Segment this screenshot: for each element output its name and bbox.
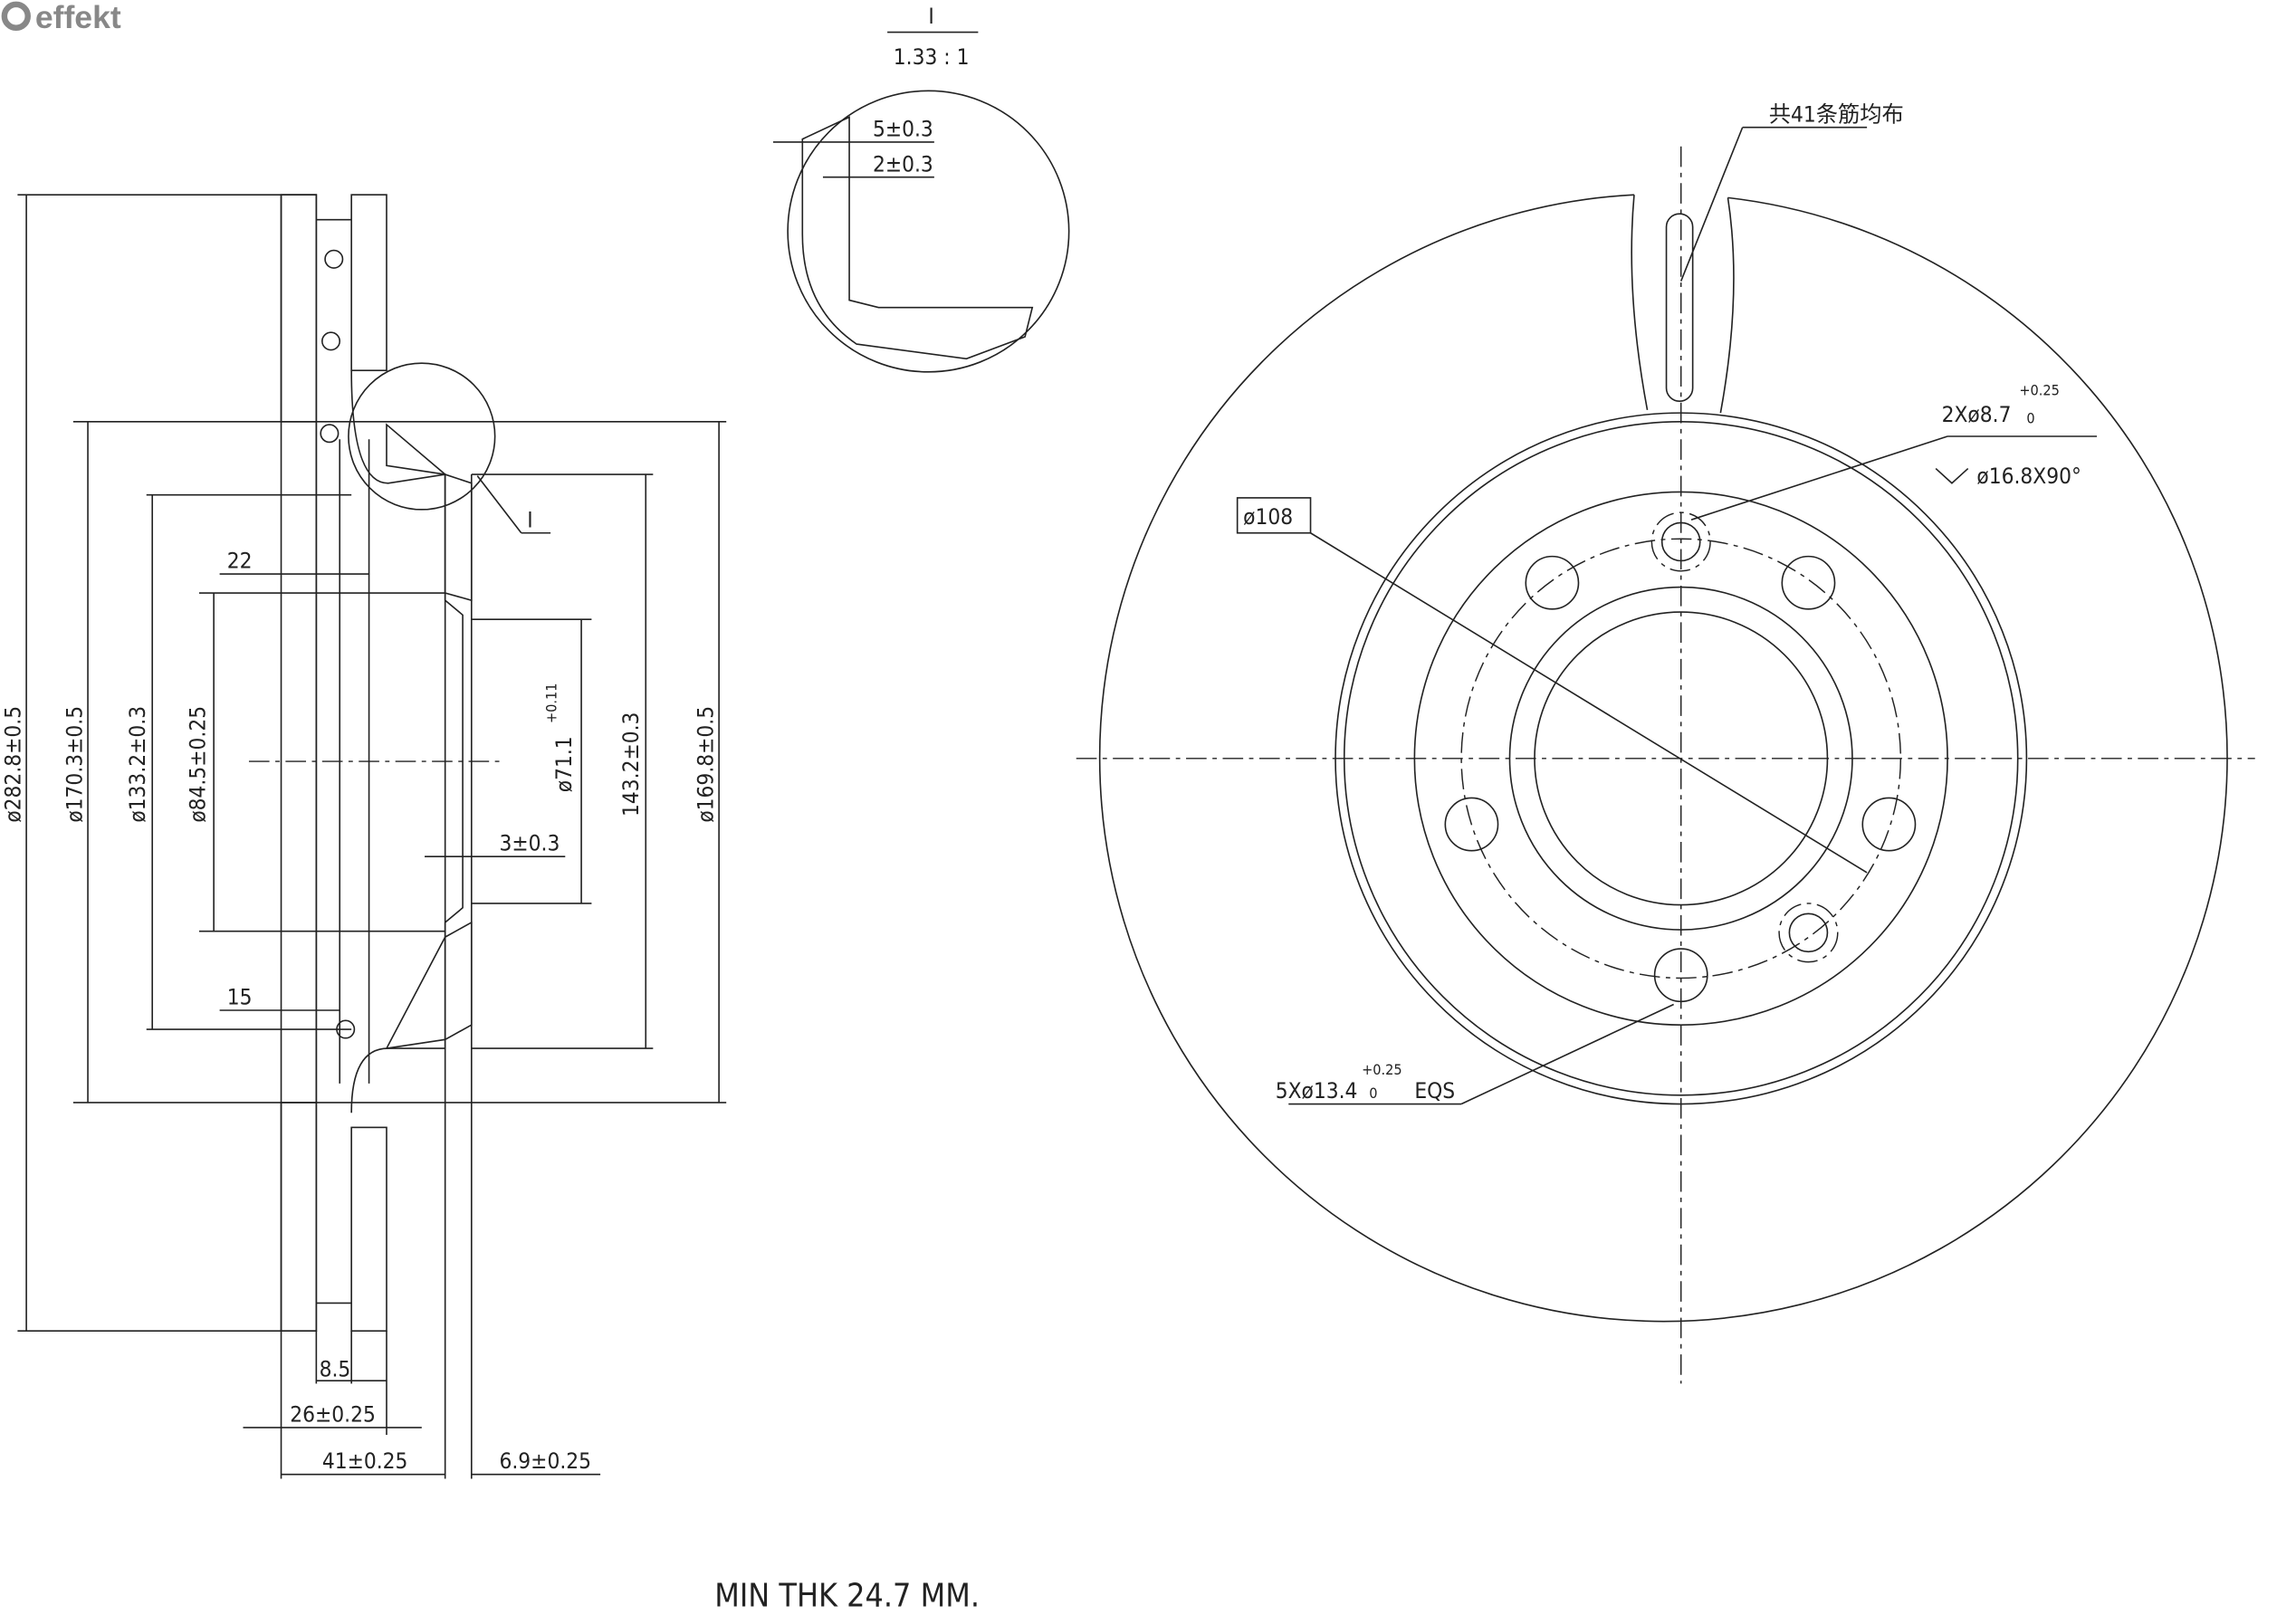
- dim-71: ø71.1: [550, 736, 577, 792]
- dim-outer-diameter: ø282.8±0.5: [0, 706, 26, 823]
- dim-133: ø133.2±0.3: [124, 706, 150, 823]
- svg-text:1.33 : 1: 1.33 : 1: [894, 43, 970, 70]
- dim-84: ø84.5±0.25: [184, 706, 210, 823]
- dim-3: 3±0.3: [500, 830, 560, 856]
- effekt-logo: effekt: [1, 0, 121, 35]
- detail-ref: I: [527, 506, 532, 532]
- dim-26: 26±0.25: [290, 1400, 376, 1427]
- min-thickness-note: MIN THK 24.7 MM.: [714, 1577, 980, 1614]
- small-holes-label: 2Xø8.7: [1942, 401, 2012, 427]
- svg-text:5±0.3: 5±0.3: [873, 115, 933, 141]
- svg-text:+0.25: +0.25: [1362, 1061, 1402, 1078]
- detail-view: I 1.33 : 1 5±0.3 2±0.3: [772, 3, 1070, 373]
- dim-8-5: 8.5: [320, 1355, 351, 1381]
- dim-6-9: 6.9±0.25: [500, 1448, 592, 1474]
- dim-170: ø170.3±0.5: [62, 706, 88, 823]
- dim-41: 41±0.25: [322, 1448, 408, 1474]
- dim-15: 15: [227, 984, 253, 1010]
- dim-169: ø169.8±0.5: [693, 706, 719, 823]
- dim-22: 22: [227, 548, 253, 574]
- center-bore-label: ø108: [1243, 503, 1293, 530]
- ribs-note: 共41条筋均布: [1769, 100, 1904, 127]
- bolt-holes-label: 5Xø13.4: [1276, 1077, 1358, 1104]
- svg-text:0: 0: [1369, 1085, 1377, 1102]
- section-view: [17, 194, 727, 1479]
- svg-text:+0.25: +0.25: [2019, 382, 2060, 399]
- svg-text:EQS: EQS: [1414, 1077, 1455, 1104]
- svg-text:effekt: effekt: [35, 0, 121, 35]
- dim-143: 143.2±0.3: [617, 712, 644, 817]
- countersink-label: ø16.8X90°: [1976, 463, 2081, 489]
- front-view: [1076, 126, 2255, 1384]
- dim-71-tol: +0.11: [543, 683, 560, 723]
- bolt-holes: [1444, 511, 1917, 1003]
- svg-text:I: I: [928, 3, 933, 29]
- svg-text:2±0.3: 2±0.3: [873, 150, 933, 177]
- svg-text:0: 0: [2026, 409, 2034, 426]
